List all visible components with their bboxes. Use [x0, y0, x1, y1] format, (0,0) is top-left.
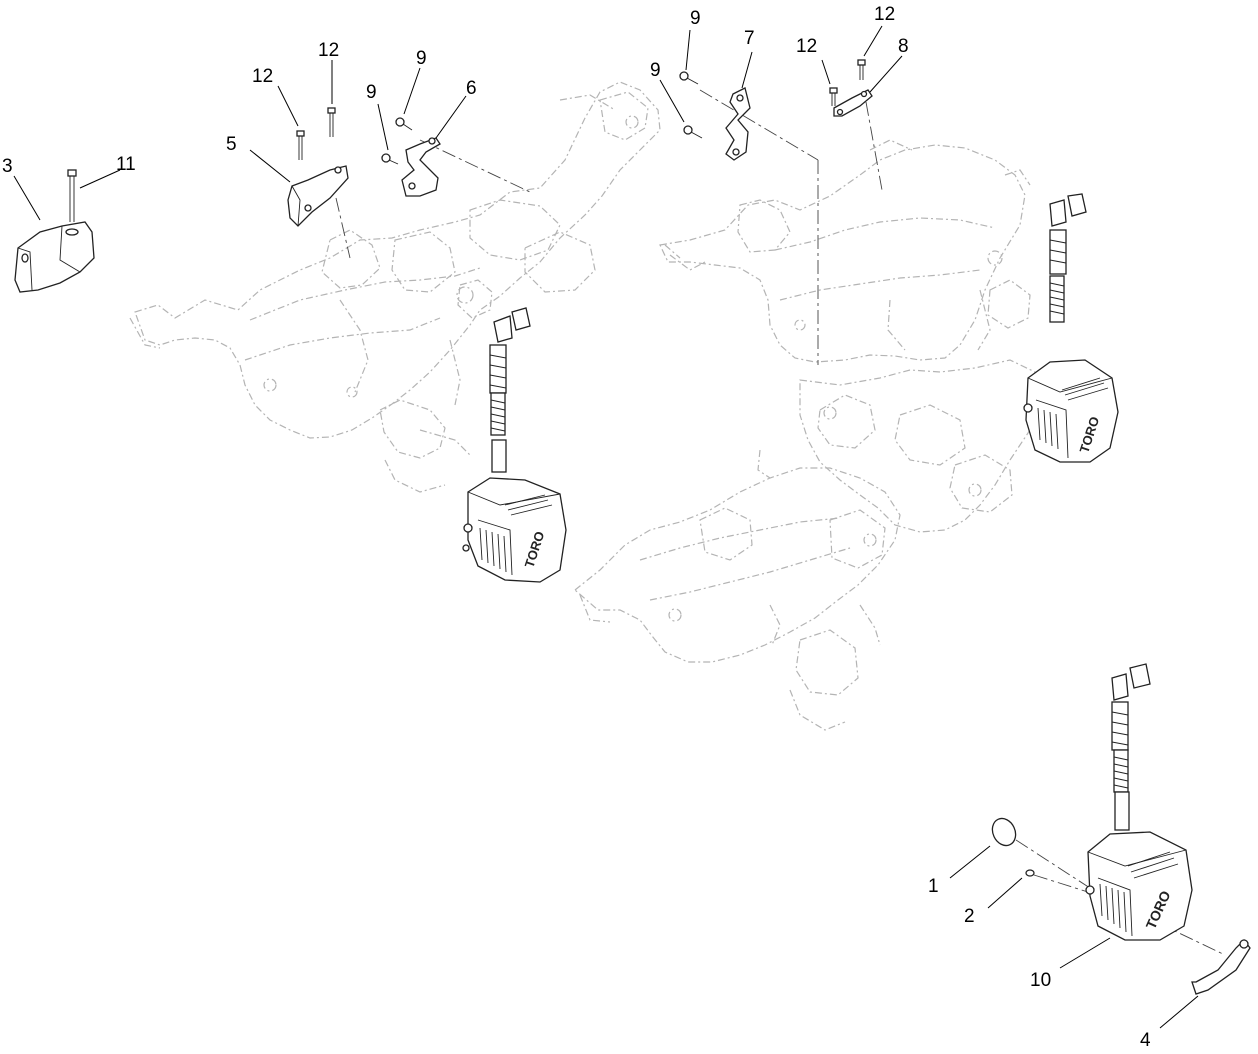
part-9-screw-b	[381, 153, 399, 165]
center-carrier-frame-phantom	[574, 449, 901, 731]
part-12-screw-d	[857, 59, 866, 80]
callout-2: 2	[964, 906, 975, 927]
part-8-plate	[833, 89, 873, 117]
right-carrier-frame-phantom	[659, 139, 1041, 533]
callout-9-c: 9	[690, 8, 701, 29]
part-9-screw-d	[683, 125, 703, 139]
sensor-assembly-right: TORO	[1023, 193, 1119, 463]
callout-7: 7	[744, 28, 755, 49]
callout-6: 6	[466, 78, 477, 99]
part-3-cover	[14, 221, 95, 293]
callout-9-d: 9	[650, 60, 661, 81]
callout-12-c: 12	[796, 36, 817, 57]
part-6-bracket	[401, 137, 441, 197]
part-10-sensor-exploded: TORO	[1085, 663, 1193, 941]
left-carrier-frame-phantom	[129, 81, 661, 493]
callout-12-a: 12	[252, 66, 273, 87]
part-12-screw-c	[829, 87, 838, 106]
callout-4: 4	[1140, 1030, 1151, 1051]
part-9-screw-c	[679, 71, 699, 85]
part-1-o-ring	[991, 817, 1017, 847]
part-9-screw-a	[395, 117, 413, 131]
part-11-bolt	[67, 169, 77, 222]
callout-9-a: 9	[416, 48, 427, 69]
part-12-screw-a	[296, 130, 305, 160]
callout-3: 3	[2, 156, 13, 177]
callout-12-d: 12	[874, 4, 895, 25]
sensor-assembly-left: TORO	[462, 307, 567, 583]
callout-1: 1	[928, 876, 939, 897]
callout-leaders	[13, 25, 1199, 1029]
part-12-screw-b	[327, 107, 336, 137]
callout-9-b: 9	[366, 82, 377, 103]
part-5-bracket	[287, 165, 349, 227]
callout-5: 5	[226, 134, 237, 155]
part-2-plug	[1025, 869, 1035, 877]
callout-labels: 1 2 3 4 5 6 7 8 9 9 9 9 10 11 12 12 12 1…	[2, 4, 1151, 1051]
part-4-clip	[1191, 939, 1251, 995]
part-7-bracket	[725, 87, 751, 161]
callout-12-b: 12	[318, 40, 339, 61]
callout-8: 8	[898, 36, 909, 57]
callout-11: 11	[116, 154, 136, 175]
assembly-centerlines	[71, 89, 1226, 956]
callout-10: 10	[1030, 970, 1051, 991]
